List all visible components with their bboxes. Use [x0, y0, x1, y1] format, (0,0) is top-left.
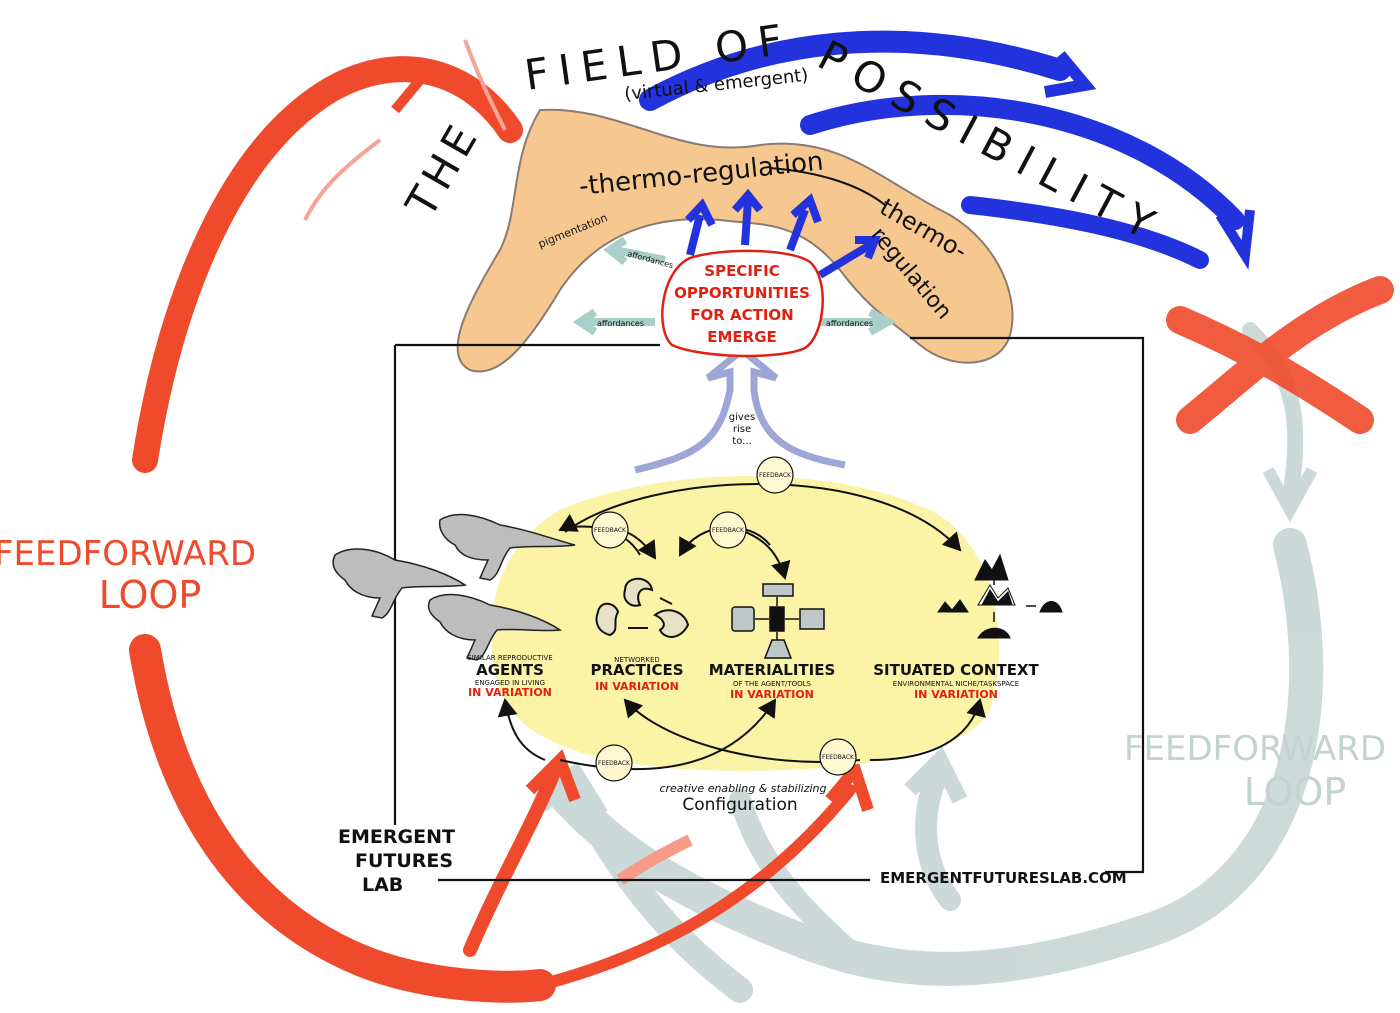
feedback-label-mid: FEEDBACK	[712, 527, 745, 534]
feedforward-left-line-1: FEEDFORWARD	[0, 534, 256, 574]
feedback-label-bottom-right: FEEDBACK	[822, 754, 855, 761]
feedforward-right-line-1: FEEDFORWARD	[1124, 729, 1386, 769]
logo-line-3: LAB	[362, 874, 403, 896]
feedforward-left-line-2: LOOP	[99, 573, 202, 617]
configuration-line-1: creative enabling & stabilizing	[659, 782, 826, 795]
affordance-label-1: affordances	[626, 249, 674, 270]
gives-rise-line-2: rise	[733, 424, 751, 435]
website-url: EMERGENTFUTURESLAB.COM	[880, 869, 1127, 887]
title-the: THE	[396, 112, 490, 226]
column-practices: NETWORKED PRACTICES IN VARIATION	[590, 656, 683, 693]
feedback-label-top: FEEDBACK	[759, 472, 792, 479]
materialities-title: MATERIALITIES	[709, 661, 836, 679]
materialities-variation: IN VARIATION	[730, 688, 814, 701]
gives-rise-line-1: gives	[729, 412, 755, 423]
grey-feedforward-loop	[534, 322, 1324, 1003]
logo-line-2: FUTURES	[355, 850, 453, 872]
opportunity-arrows	[685, 188, 881, 279]
situated-sub: ENVIRONMENTAL NICHE/TASKSPACE	[893, 680, 1019, 688]
field-of-possibility-shape	[456, 108, 1014, 373]
feedforward-right-line-2: LOOP	[1244, 770, 1347, 814]
practices-variation: IN VARIATION	[595, 680, 679, 693]
opportunities-line-3: FOR ACTION	[690, 306, 794, 324]
practices-icon	[595, 577, 690, 638]
feedback-label-left: FEEDBACK	[594, 527, 627, 534]
column-situated-context: SITUATED CONTEXT ENVIRONMENTAL NICHE/TAS…	[873, 661, 1039, 701]
gives-rise-arrow	[634, 345, 846, 474]
practices-title: PRACTICES	[590, 661, 683, 679]
materialities-sub: OF THE AGENT/TOOLS	[733, 680, 812, 688]
thermo-connector-line	[769, 167, 886, 206]
opportunities-line-1: SPECIFIC	[704, 262, 779, 280]
gives-rise-text: gives rise to...	[729, 412, 755, 447]
emergent-futures-lab-logo: EMERGENT FUTURES LAB	[338, 826, 455, 896]
column-agents: SIMILAR REPRODUCTIVE AGENTS ENGAGED IN L…	[467, 654, 552, 699]
feedforward-left-label: FEEDFORWARD LOOP	[0, 534, 256, 617]
configuration-line-2: Configuration	[682, 795, 797, 815]
situated-variation: IN VARIATION	[914, 688, 998, 701]
dinosaur-agents-illustration	[332, 513, 576, 661]
affordance-arrows	[572, 236, 897, 336]
blue-arrows	[639, 30, 1255, 270]
agents-variation: IN VARIATION	[468, 686, 552, 699]
affordance-label-2: affordances	[597, 319, 644, 328]
feedforward-right-label: FEEDFORWARD LOOP	[1124, 729, 1386, 814]
column-materialities: MATERIALITIES OF THE AGENT/TOOLS IN VARI…	[709, 661, 836, 701]
frame-box	[393, 336, 1145, 882]
situated-context-icons	[937, 553, 1063, 639]
materialities-icon	[731, 583, 825, 659]
opportunities-line-2: OPPORTUNITIES	[674, 284, 810, 302]
opportunities-text: SPECIFIC OPPORTUNITIES FOR ACTION EMERGE	[674, 262, 810, 346]
feedback-label-bottom-left: FEEDBACK	[598, 760, 631, 767]
affordance-label-3: affordances	[826, 319, 873, 328]
logo-line-1: EMERGENT	[338, 826, 455, 848]
feedback-labels: FEEDBACK FEEDBACK FEEDBACK FEEDBACK FEED…	[594, 472, 855, 767]
opportunities-outline	[661, 249, 824, 358]
red-x-mark	[1166, 276, 1394, 434]
practices-small: NETWORKED	[614, 656, 660, 664]
gives-rise-line-3: to...	[732, 436, 751, 447]
situated-title: SITUATED CONTEXT	[873, 661, 1039, 679]
agents-small: SIMILAR REPRODUCTIVE	[467, 654, 552, 662]
configuration-text: creative enabling & stabilizing Configur…	[659, 782, 826, 815]
agents-sub: ENGAGED IN LIVING	[475, 679, 545, 687]
feedback-circles	[591, 456, 857, 782]
opportunities-line-4: EMERGE	[707, 328, 777, 346]
agents-title: AGENTS	[476, 661, 544, 679]
